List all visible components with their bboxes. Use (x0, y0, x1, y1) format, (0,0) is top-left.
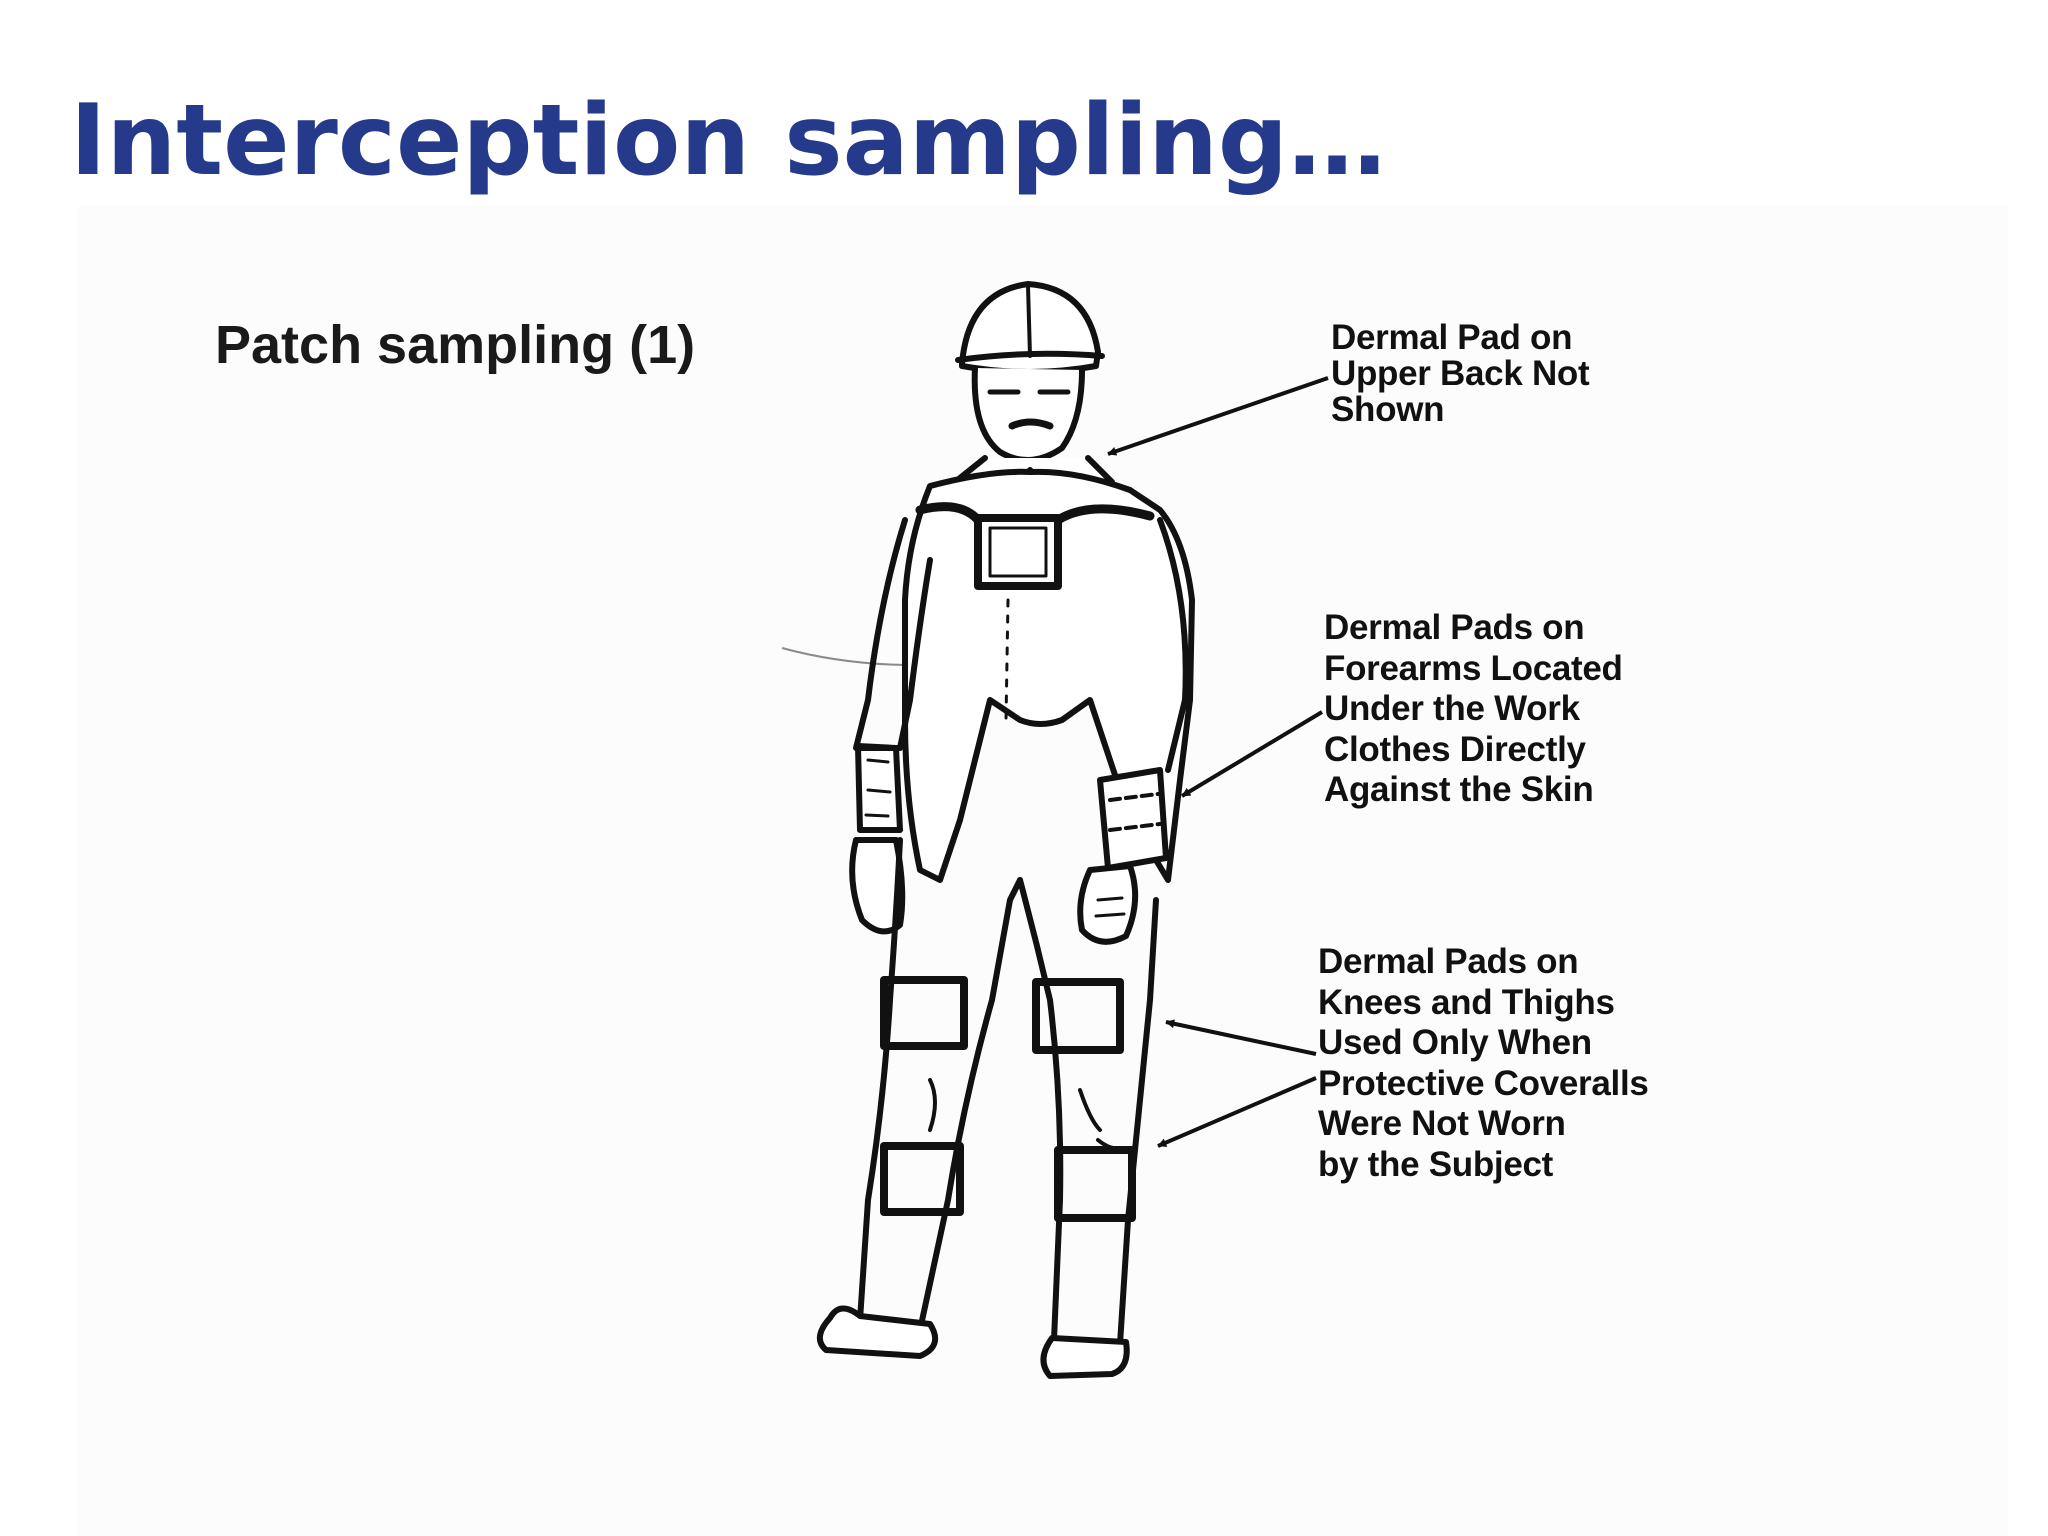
figure-heading: Patch sampling (1) (215, 315, 696, 375)
arrow-knees (1165, 1019, 1317, 1056)
slide-title: Interception sampling… (70, 84, 1387, 198)
callout-forearms: Dermal Pads on Forearms Located Under th… (1324, 608, 1623, 809)
callout-arrows (1107, 376, 1329, 1148)
arrow-thighs (1157, 1076, 1317, 1148)
arrow-upper-back (1107, 376, 1329, 456)
worker-figure-icon (817, 281, 1195, 1379)
callout-upper-back: Dermal Pad on Upper Back Not Shown (1331, 318, 1590, 429)
arrow-forearms (1180, 710, 1324, 798)
callout-knees-thighs: Dermal Pads on Knees and Thighs Used Onl… (1318, 942, 1649, 1184)
